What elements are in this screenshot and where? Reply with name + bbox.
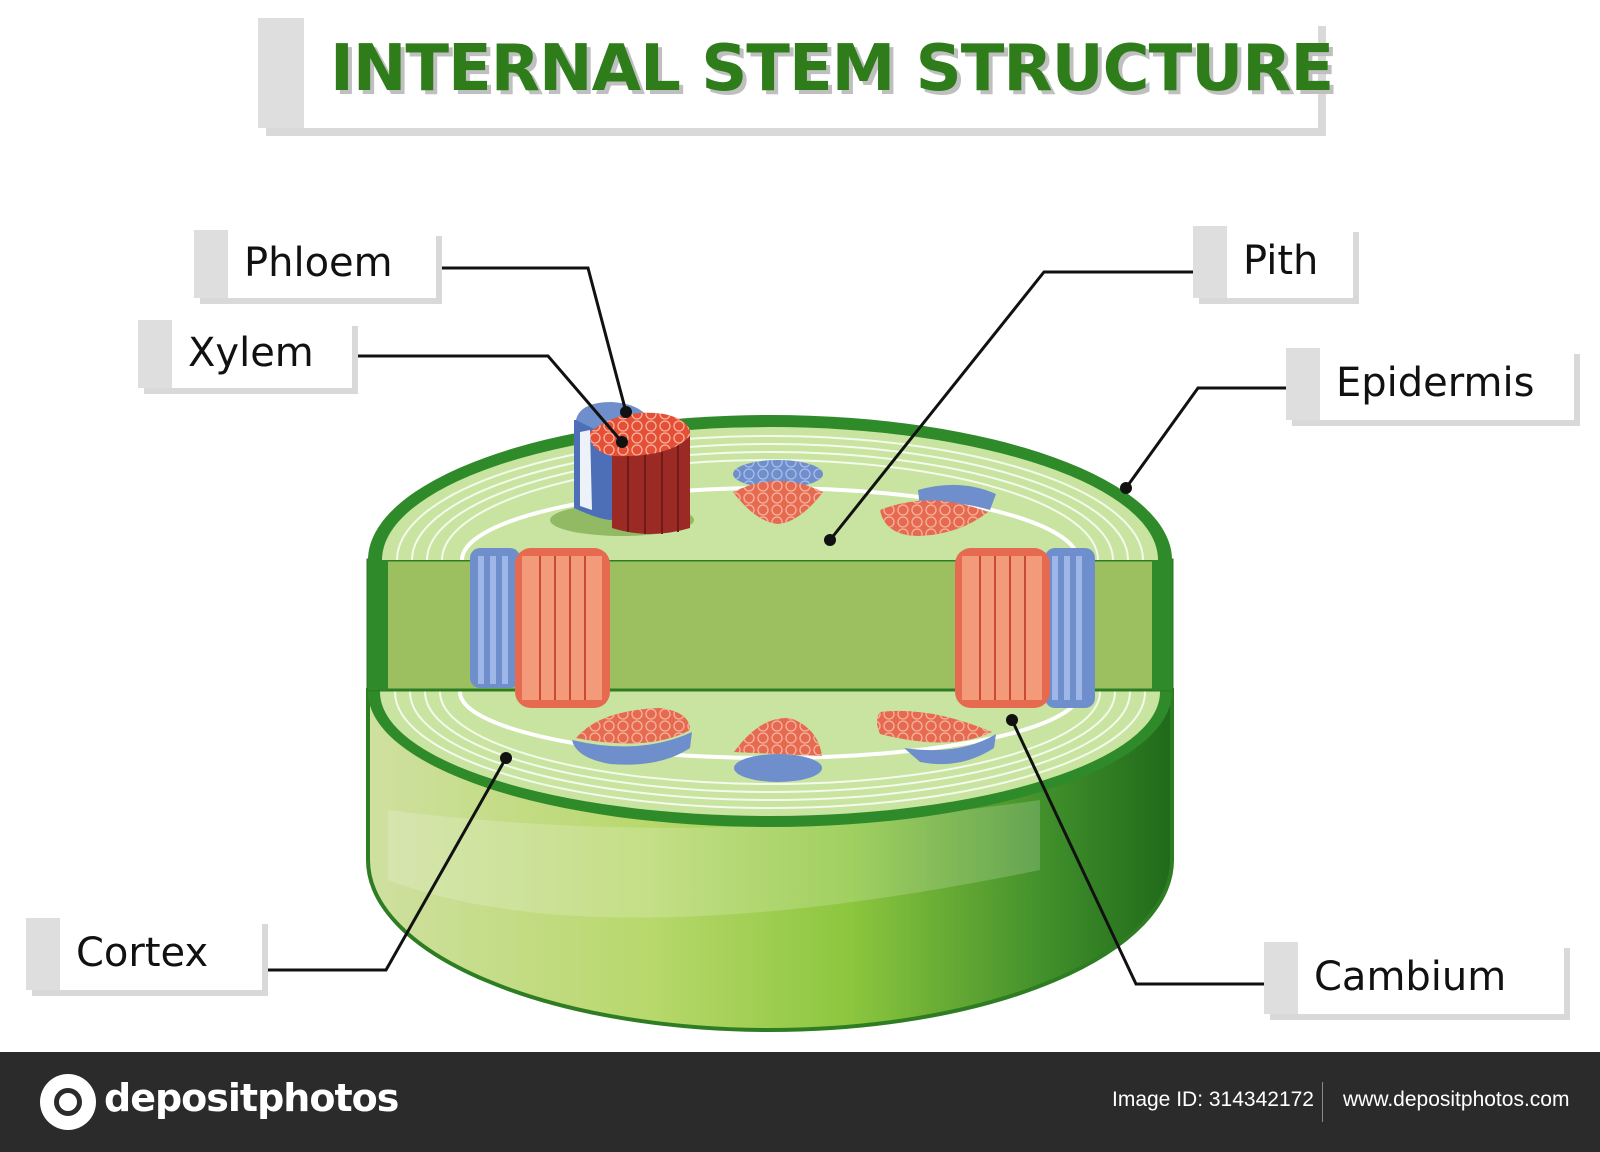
xylem-leader xyxy=(352,354,624,443)
image-id-text: Image ID: 314342172 xyxy=(1112,1088,1314,1111)
label-xylem: Xylem xyxy=(138,320,352,388)
bundle-top-right xyxy=(880,484,996,536)
label-tab-decoration xyxy=(194,230,228,298)
site-url-link[interactable]: www.depositphotos.com xyxy=(1343,1088,1570,1111)
phloem-leader xyxy=(436,266,628,413)
stem-diagram xyxy=(262,266,1286,1032)
cortex-leader xyxy=(262,757,508,972)
label-tab-decoration xyxy=(1286,348,1320,420)
side-wall-highlight xyxy=(388,800,1040,918)
pith-label: Pith xyxy=(1243,238,1319,284)
bundle-top-center xyxy=(733,460,823,524)
bundle-front-3 xyxy=(877,710,996,765)
cambium-label: Cambium xyxy=(1314,954,1507,1000)
epidermis-leader xyxy=(1124,386,1286,489)
vascular-bundle-right xyxy=(955,548,1095,708)
label-tab-decoration xyxy=(26,918,60,990)
xylem-label: Xylem xyxy=(188,330,314,376)
label-phloem: Phloem xyxy=(194,230,436,298)
brand-logo-text[interactable]: depositphotos xyxy=(104,1076,399,1120)
label-tab-decoration xyxy=(1264,942,1298,1014)
leader-lines xyxy=(262,266,1286,986)
label-cambium: Cambium xyxy=(1264,942,1564,1014)
label-tab-decoration xyxy=(138,320,172,388)
label-cortex: Cortex xyxy=(26,918,262,990)
vascular-bundle-left xyxy=(470,548,610,708)
label-epidermis: Epidermis xyxy=(1286,348,1574,420)
cortex-label: Cortex xyxy=(76,930,209,976)
title-banner: INTERNAL STEM STRUCTURE xyxy=(258,18,1334,128)
diagram-title: INTERNAL STEM STRUCTURE xyxy=(330,32,1334,106)
cambium-leader xyxy=(1010,719,1264,986)
leader-dots xyxy=(500,406,1132,764)
camera-logo-icon xyxy=(40,1074,96,1130)
phloem-label: Phloem xyxy=(244,240,393,286)
label-tab-decoration xyxy=(1193,226,1227,298)
bundle-front-2 xyxy=(734,717,822,782)
title-tab-decoration xyxy=(258,18,304,128)
footer-bar: depositphotos Image ID: 314342172 www.de… xyxy=(0,1052,1600,1152)
footer-divider xyxy=(1322,1082,1323,1122)
bundle-front-1 xyxy=(572,708,692,765)
epidermis-label: Epidermis xyxy=(1336,360,1535,406)
label-pith: Pith xyxy=(1193,226,1353,298)
pith-leader xyxy=(828,270,1193,541)
